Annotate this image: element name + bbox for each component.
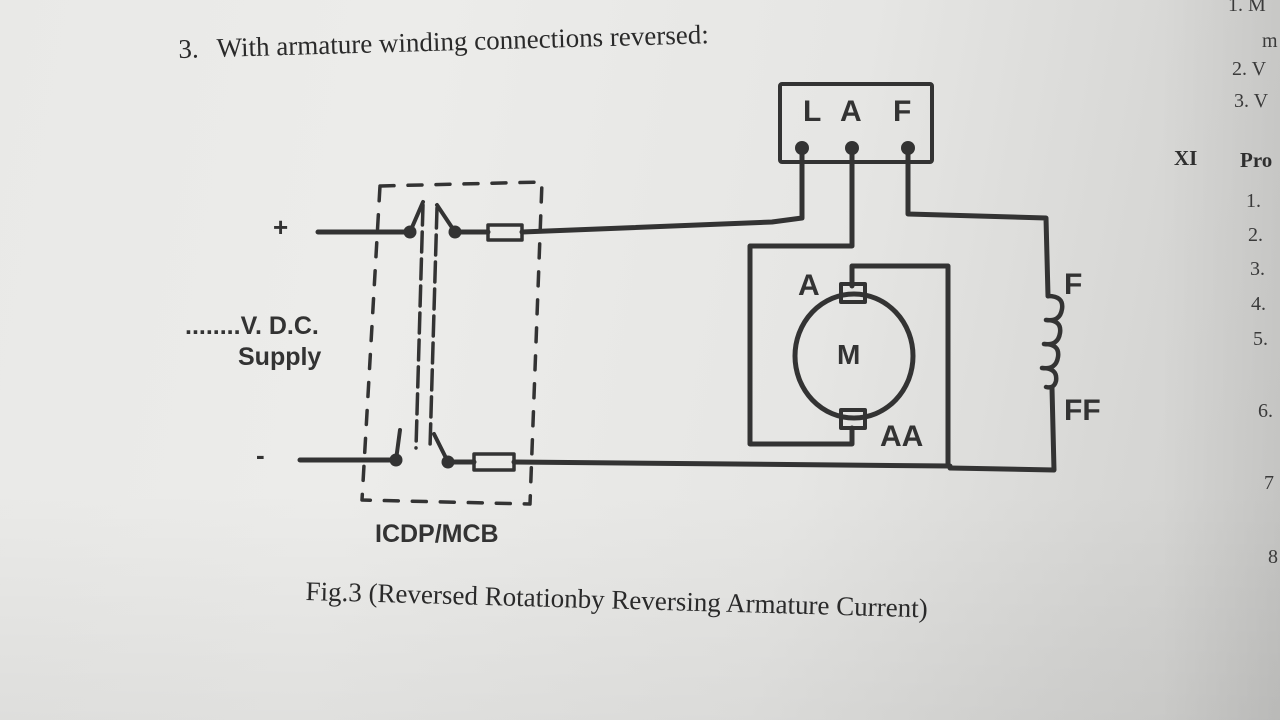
page-shadow: [0, 490, 1280, 720]
minus-sign: -: [256, 440, 265, 470]
motor-label: M: [837, 339, 860, 370]
armature-a-wire: [747, 145, 855, 447]
armature-aa-wire: [849, 263, 951, 469]
switch-label: ICDP/MCB: [375, 520, 499, 548]
switch-contact-4: [441, 455, 455, 469]
side-item: 3.: [1250, 258, 1265, 280]
field-wire: [905, 145, 1051, 299]
armature-a-label: A: [798, 269, 820, 302]
supply-label: Supply: [238, 343, 321, 371]
armature-aa-label: AA: [880, 420, 923, 453]
switch-gang-link: [414, 203, 439, 450]
side-item: 3. V: [1234, 90, 1269, 112]
page-curl-shade: [1160, 0, 1280, 720]
side-item: 5.: [1253, 328, 1268, 350]
terminal-box: [778, 82, 934, 164]
field-f-label: F: [1064, 268, 1082, 301]
terminal-dot-l: [795, 141, 809, 155]
field-ff-label: FF: [1064, 394, 1101, 427]
brush-bottom: [839, 408, 867, 430]
field-coil: [1039, 293, 1065, 390]
side-section-number: XI: [1174, 146, 1198, 170]
plus-sign: +: [273, 212, 288, 242]
side-section-title: Pro: [1240, 148, 1273, 172]
side-item: 4.: [1251, 293, 1266, 315]
terminal-dot-f: [901, 141, 915, 155]
motor-circle: [792, 291, 916, 421]
side-item: 1.: [1246, 190, 1261, 212]
switch-enclosure: [360, 180, 544, 506]
brush-top: [839, 282, 867, 304]
terminal-label-a: A: [840, 95, 862, 128]
field-ff-wire: [947, 385, 1057, 473]
side-item: 8: [1268, 546, 1278, 568]
switch-blade-bottom: [394, 428, 450, 464]
terminal-label-f: F: [893, 95, 911, 128]
switch-contact-1: [403, 225, 417, 239]
side-item: m: [1262, 30, 1278, 52]
fuse-negative: [472, 452, 516, 472]
positive-line: [315, 145, 805, 235]
switch-blade-top: [408, 200, 457, 234]
side-item: 6.: [1258, 400, 1273, 422]
fuse-positive: [486, 223, 524, 242]
supply-voltage-label: ........V. D.C.: [185, 312, 319, 340]
terminal-label-l: L: [803, 95, 821, 128]
side-item: 7: [1264, 472, 1274, 494]
switch-contact-3: [389, 453, 403, 467]
side-item: 2.: [1248, 224, 1263, 246]
switch-contact-2: [448, 225, 462, 239]
terminal-dot-a: [845, 141, 859, 155]
side-item: 2. V: [1232, 58, 1267, 80]
side-item: 1. M: [1228, 0, 1266, 16]
